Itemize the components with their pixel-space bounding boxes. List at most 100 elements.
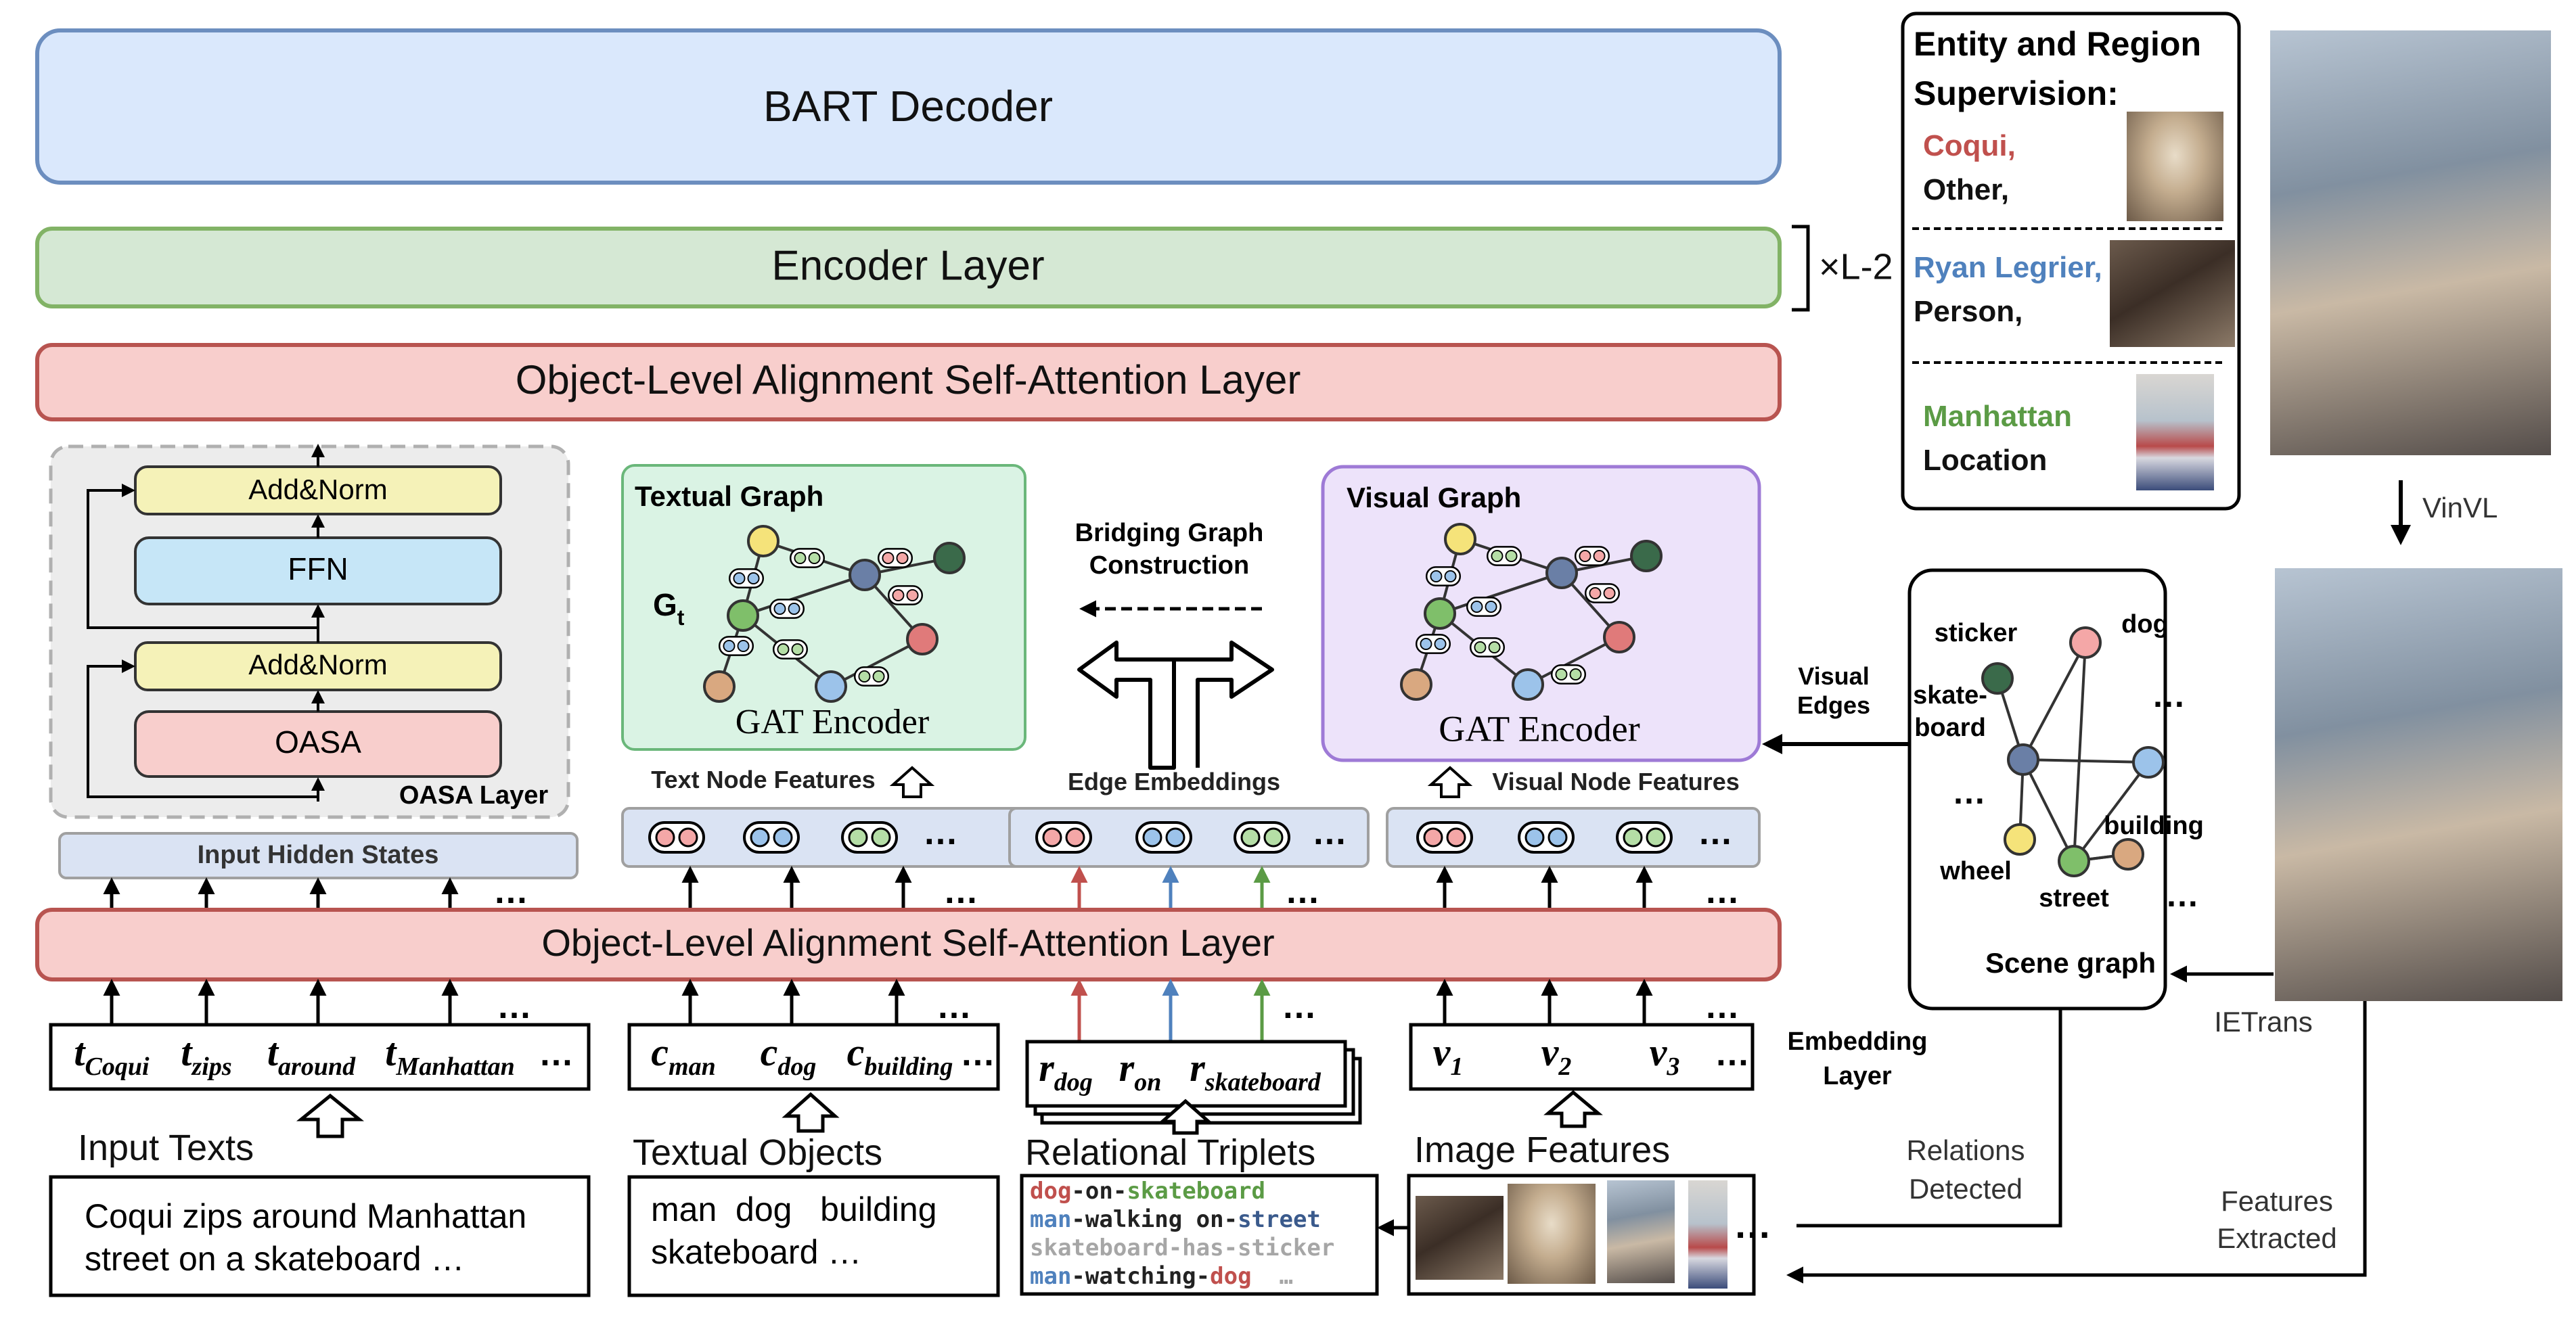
pill-dot: [1547, 827, 1568, 848]
graph-edge-pill: [877, 548, 913, 568]
pill-dot: [750, 827, 770, 848]
pill-dot: [1470, 601, 1483, 613]
edge-pills: …: [1035, 813, 1347, 854]
feature-pill: [1135, 821, 1192, 854]
textual-graph-panel: Textual Graph Gt GAT Encoder: [621, 464, 1026, 751]
scene-ellipsis: …: [2165, 876, 2199, 914]
scene-edge: [2073, 642, 2087, 862]
pill-dot: [747, 572, 760, 584]
encoder-repeat-label: ×L-2: [1819, 246, 1893, 287]
graph-node: [1545, 557, 1578, 589]
gt-label: Gt: [653, 587, 685, 630]
supervision-title-2: Supervision:: [1914, 74, 2119, 112]
triplet-line: man-walking on-street: [1030, 1206, 1321, 1233]
object-token: cman: [651, 1030, 715, 1081]
graph-edge-pill: [853, 666, 890, 687]
pill-dot: [892, 589, 905, 601]
edge-embeddings: Edge Embeddings …: [1008, 768, 1370, 868]
graph-edge-pill: [1584, 583, 1621, 603]
embedding-layer-line-1: Embedding: [1788, 1027, 1928, 1056]
oasa-layer-top: Object-Level Alignment Self-Attention La…: [35, 343, 1782, 421]
pill-dot: [1434, 638, 1447, 650]
visual-node-up-arrow-icon: [1427, 766, 1473, 798]
graph-node: [727, 599, 759, 632]
encoder-repeat-bracket: ×L-2: [1792, 225, 1893, 312]
textual-objects-line-2: skateboard …: [651, 1233, 861, 1271]
graph-node: [1424, 597, 1456, 630]
input-texts-line-2: street on a skateboard …: [85, 1240, 464, 1278]
pill-dot: [1603, 587, 1616, 599]
scene-edge: [2023, 758, 2149, 764]
encoder-layer-block: Encoder Layer: [35, 227, 1782, 308]
bart-decoder-label: BART Decoder: [763, 82, 1053, 131]
input-texts-line-1: Coqui zips around Manhattan: [85, 1197, 526, 1235]
triplet-line: man-watching-dog …: [1030, 1263, 1293, 1290]
ellipsis: …: [936, 987, 972, 1026]
pill-dot: [777, 643, 790, 655]
ellipsis: …: [497, 987, 532, 1026]
visual-token: v1: [1433, 1030, 1464, 1081]
visual-graph-panel: Visual Graph GAT Encoder: [1321, 465, 1761, 762]
graph-edge-pill: [1415, 634, 1451, 654]
relations-detected-line-2: Detected: [1909, 1173, 2023, 1205]
graph-node: [747, 525, 779, 557]
text-token: tManhattan: [385, 1030, 514, 1081]
pill-dot: [1263, 827, 1284, 848]
textual-objects-box: [627, 1175, 1000, 1297]
pill-dot: [1646, 827, 1666, 848]
graph-edge-pill: [728, 568, 765, 588]
scene-label: skate-: [1913, 681, 1987, 710]
pill-dot: [1589, 587, 1602, 599]
feature-pill: [1035, 821, 1092, 854]
textual-objects-title: Textual Objects: [633, 1132, 882, 1173]
pill-dot: [872, 670, 885, 682]
bridging-line-2: Construction: [1089, 551, 1249, 580]
edge-embeddings-label: Edge Embeddings: [1068, 768, 1280, 795]
pill-dot: [1569, 668, 1582, 680]
ellipsis: …: [960, 1034, 995, 1073]
pill-dot: [1488, 641, 1501, 653]
graph-edge-pill: [1486, 546, 1522, 566]
scene-edge: [2022, 759, 2075, 862]
supervision-entity-name: Manhattan: [1923, 400, 2072, 433]
visual-token: v3: [1650, 1030, 1680, 1081]
graph-edge-pill: [1469, 637, 1506, 657]
texts-up-arrow-icon: [296, 1093, 365, 1138]
pill-dot: [1420, 638, 1432, 650]
visual-node-features-label: Visual Node Features: [1492, 768, 1739, 795]
oasa-block: Add&Norm FFN Add&Norm OASA OASA Layer: [49, 444, 570, 819]
image-features-ellipsis: …: [1734, 1203, 1771, 1246]
pill-dot: [773, 603, 786, 615]
feature-pill: [743, 821, 800, 854]
relation-token: rskateboard: [1190, 1046, 1321, 1096]
scene-label: building: [2104, 812, 2204, 840]
bridging-construction: Bridging Graph Construction: [1075, 519, 1274, 770]
pill-dot: [1142, 827, 1162, 848]
graph-edge-pill: [887, 585, 924, 605]
input-hidden-states-label: Input Hidden States: [198, 841, 439, 869]
vinvl-label: VinVL: [2422, 492, 2498, 524]
input-hidden-states-bar: Input Hidden States: [58, 832, 579, 879]
ellipsis: …: [1285, 872, 1320, 911]
text-node-pills: …: [648, 813, 958, 854]
pill-dot: [1065, 827, 1085, 848]
scene-node: [2058, 845, 2090, 877]
pill-dot: [1165, 827, 1185, 848]
supervision-entity-name: Ryan Legrier,: [1914, 251, 2102, 284]
textual-graph-drawing: [703, 525, 966, 703]
image-features-title: Image Features: [1414, 1130, 1670, 1170]
scene-node: [1981, 662, 2014, 695]
relation-token: ron: [1119, 1046, 1162, 1096]
pill-dot: [1579, 550, 1591, 562]
text-node-up-arrow-icon: [889, 766, 935, 798]
graph-edge: [830, 638, 923, 688]
pill-dot: [882, 552, 895, 564]
pill-dot: [808, 552, 821, 564]
scene-node: [2132, 746, 2165, 779]
